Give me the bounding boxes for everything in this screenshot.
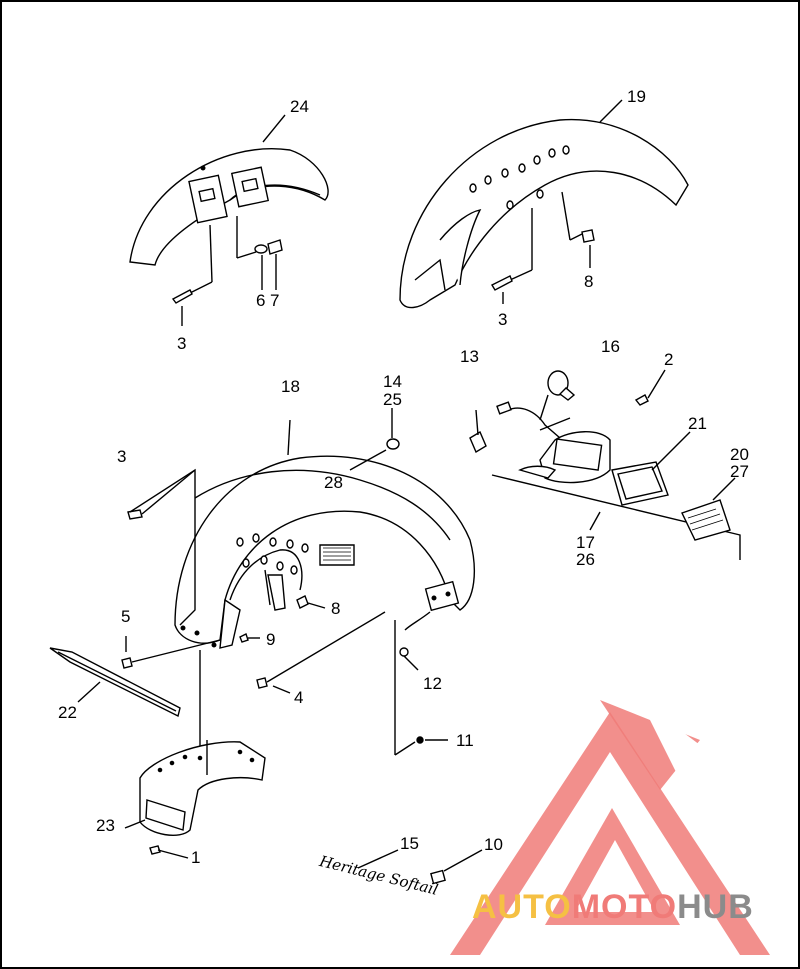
brand-moto: MOTO — [571, 888, 678, 926]
part-15-leader — [358, 850, 398, 868]
automotohub-wordmark: AUTOMOTOHUB — [472, 888, 754, 927]
callout-15: 15 — [400, 834, 419, 853]
part-17-taillight-assembly — [470, 370, 740, 560]
callout-9: 9 — [266, 630, 276, 649]
callout-11: 11 — [456, 731, 474, 750]
brand-auto: AUTO — [472, 888, 572, 926]
callout-3-rear: 3 — [117, 447, 127, 466]
callout-13: 13 — [460, 347, 479, 366]
callout-19: 19 — [627, 87, 646, 106]
callout-17: 17 — [576, 533, 595, 552]
brand-hub: HUB — [677, 888, 754, 926]
part-19-hardware — [492, 192, 594, 304]
part-24-hardware — [173, 216, 282, 326]
callout-18: 18 — [281, 377, 300, 396]
callout-3-front-left: 3 — [177, 334, 187, 353]
callout-24: 24 — [290, 97, 309, 116]
part-10-clip — [431, 850, 482, 883]
callout-7: 7 — [270, 291, 280, 310]
callout-23: 23 — [96, 816, 115, 835]
callout-8-rear: 8 — [331, 599, 341, 618]
automotohub-logo-mark — [450, 700, 770, 955]
callout-22: 22 — [58, 703, 77, 722]
callout-4: 4 — [294, 688, 304, 707]
callout-12: 12 — [423, 674, 442, 693]
callout-2: 2 — [664, 350, 674, 369]
callout-14: 14 — [383, 372, 402, 391]
part-18-hardware — [122, 408, 448, 770]
callout-10: 10 — [484, 835, 503, 854]
callout-16: 16 — [601, 337, 620, 356]
callout-21: 21 — [688, 414, 707, 433]
callout-27: 27 — [730, 462, 749, 481]
callout-1: 1 — [191, 848, 201, 867]
callout-5: 5 — [121, 607, 131, 626]
callout-25: 25 — [383, 390, 402, 409]
callout-26: 26 — [576, 550, 595, 569]
part-18-rear-fender — [175, 420, 474, 648]
callout-8-front: 8 — [584, 272, 594, 291]
callout-3-front-right: 3 — [498, 310, 508, 329]
part-22-strip — [50, 648, 180, 716]
part-19-front-fender — [400, 100, 688, 308]
callout-20: 20 — [730, 445, 749, 464]
callout-28: 28 — [324, 473, 343, 492]
part-24-front-fender — [130, 115, 328, 265]
callout-6: 6 — [256, 291, 266, 310]
part-23-bracket — [125, 740, 265, 858]
